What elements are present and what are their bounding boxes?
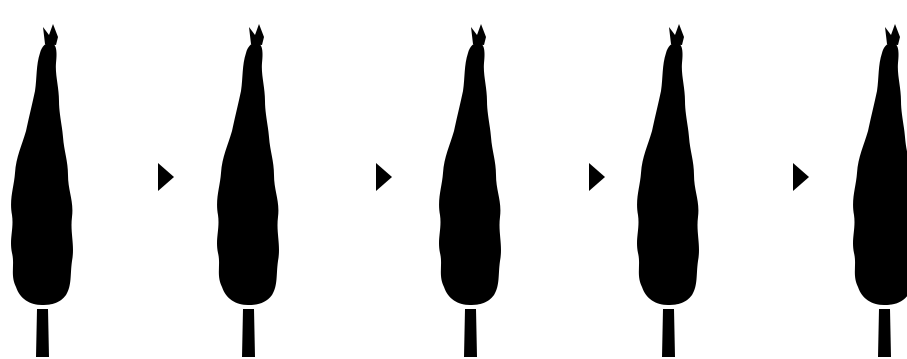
leaf-icon: [637, 24, 699, 357]
right-arrow-icon: [114, 163, 174, 191]
leaf-icon: [11, 24, 73, 357]
leaf-icon: [853, 24, 907, 357]
leaf-icon: [439, 24, 501, 357]
right-arrow-icon: [749, 163, 809, 191]
leaf-icon: [217, 24, 279, 357]
right-arrow-icon: [332, 163, 392, 191]
right-arrow-icon: [545, 163, 605, 191]
